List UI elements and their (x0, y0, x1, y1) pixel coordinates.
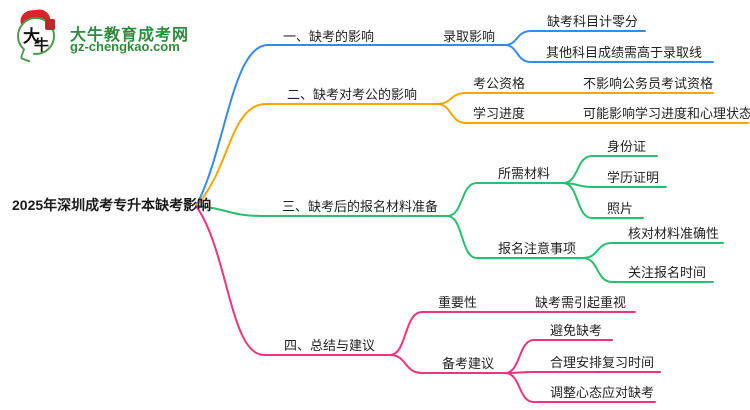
branch4-main-line (195, 205, 391, 356)
branch4-sub2-line (389, 354, 506, 374)
branch3-sub1-leaf3-label: 照片 (607, 201, 634, 216)
branch2-main-line (195, 103, 438, 207)
site-logo: 大 牛 大牛教育成考网 gz-chengkao.com (14, 8, 234, 63)
branch4-sub2-leaf3-line (504, 372, 656, 403)
branch3-sub1-leaf1-line (562, 155, 658, 184)
branch3-sub1-leaf2-label: 学历证明 (607, 170, 660, 185)
branch2-sub1-leaf1-label: 不影响公务员考试资格 (583, 76, 714, 91)
branch2-sub2-leaf1-label: 可能影响学习进度和心理状态 (583, 106, 750, 121)
branch1-main-line (195, 44, 506, 207)
branch3-sub2-line (446, 215, 584, 259)
branch4-sub1-line (389, 311, 636, 356)
logo-char-niu: 牛 (34, 37, 50, 54)
branch1-leaf1-label: 缺考科目计零分 (547, 14, 639, 29)
branch1-leaf2-line (504, 44, 714, 63)
branch4-sub1-label: 重要性 (438, 295, 478, 310)
branch1-leaf1-line (504, 30, 646, 46)
branch2-label: 二、缺考对考公的影响 (287, 87, 418, 102)
branch1-label: 一、缺考的影响 (283, 29, 375, 44)
branch4-sub2-leaf2-label: 合理安排复习时间 (550, 355, 655, 370)
branch4-label: 四、总结与建议 (284, 338, 376, 353)
branch3-sub2-leaf2-label: 关注报名时间 (628, 265, 707, 280)
branch2-sub2-label: 学习进度 (473, 106, 526, 121)
branch4-sub2-label: 备考建议 (442, 356, 495, 371)
branch1-sub1-label: 录取影响 (443, 29, 496, 44)
branch2-sub1-label: 考公资格 (473, 76, 526, 91)
branch4-sub2-leaf3-label: 调整心态应对缺考 (550, 385, 655, 400)
branch2-sub1-line (436, 92, 714, 105)
branch3-sub1-leaf1-label: 身份证 (607, 139, 647, 154)
branch3-sub2-label: 报名注意事项 (498, 241, 577, 256)
logo-red-seal (45, 19, 55, 30)
site-url: gz-chengkao.com (70, 39, 180, 54)
logo-char-da: 大 (23, 27, 40, 46)
branch3-sub2-leaf1-label: 核对材料准确性 (628, 226, 720, 241)
logo-speech-bubble (17, 17, 55, 55)
site-name: 大牛教育成考网 (70, 27, 190, 44)
root-node: 2025年深圳成考专升本缺考影响 (12, 197, 212, 213)
logo-bull-icon: 大 牛 (16, 8, 56, 63)
branch4-sub1-leaf1-label: 缺考需引起重视 (535, 295, 627, 310)
branch3-sub1-leaf3-line (562, 182, 644, 219)
branch3-sub2-leaf1-line (582, 242, 724, 259)
branch2-sub2-line (436, 103, 749, 124)
branch3-sub1-label: 所需材料 (498, 166, 551, 181)
branch3-sub1-line (446, 182, 564, 217)
branch4-sub2-leaf1-line (504, 339, 613, 374)
branch4-sub2-leaf2-line (504, 371, 661, 374)
branch3-main-line (195, 205, 448, 217)
branch4-sub2-leaf1-label: 避免缺考 (550, 323, 603, 338)
branch1-leaf2-label: 其他科目成绩需高于录取线 (546, 45, 703, 60)
branch3-sub2-leaf2-line (582, 257, 714, 283)
branch3-label: 三、缺考后的报名材料准备 (282, 199, 439, 214)
